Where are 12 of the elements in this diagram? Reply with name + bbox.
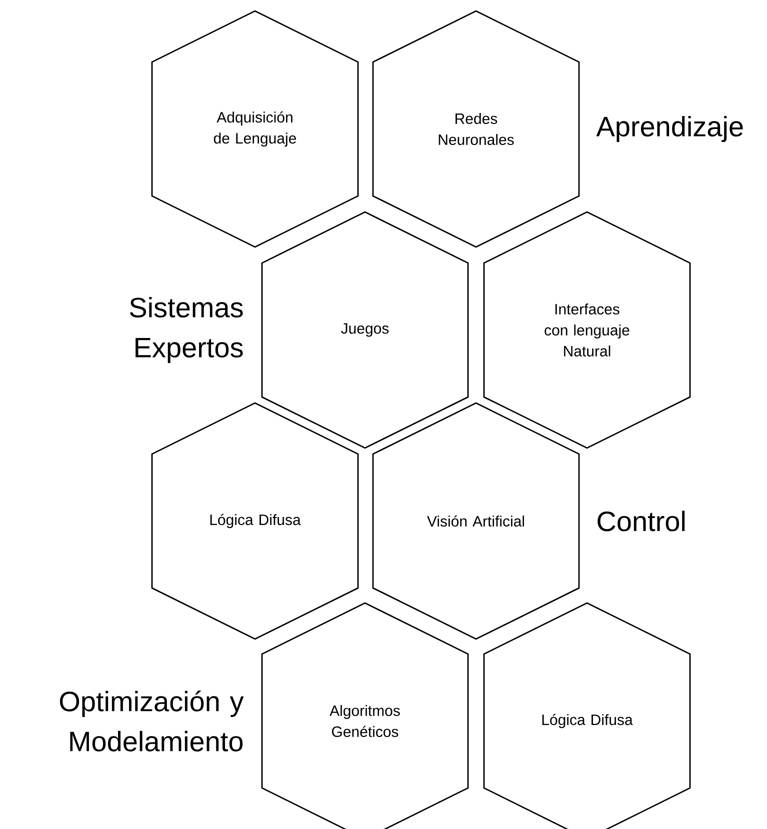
hexagon: Lógica Difusa xyxy=(151,402,359,640)
hexagon: Juegos xyxy=(261,211,469,449)
hexagon: Lógica Difusa xyxy=(483,602,691,829)
hexagon: Adquisición de Lenguaje xyxy=(151,10,359,248)
hexagon: Redes Neuronales xyxy=(372,10,580,248)
hexagon: Interfaces con lenguaje Natural xyxy=(483,211,691,449)
category-label: Aprendizaje xyxy=(596,116,743,142)
category-label: Optimización y Modelamiento xyxy=(60,690,244,752)
category-label: Control xyxy=(598,510,685,532)
hexagon: Algoritmos Genéticos xyxy=(261,602,469,829)
category-label: Sistemas Expertos xyxy=(130,296,243,364)
hexagon: Visión Artificial xyxy=(372,402,580,640)
